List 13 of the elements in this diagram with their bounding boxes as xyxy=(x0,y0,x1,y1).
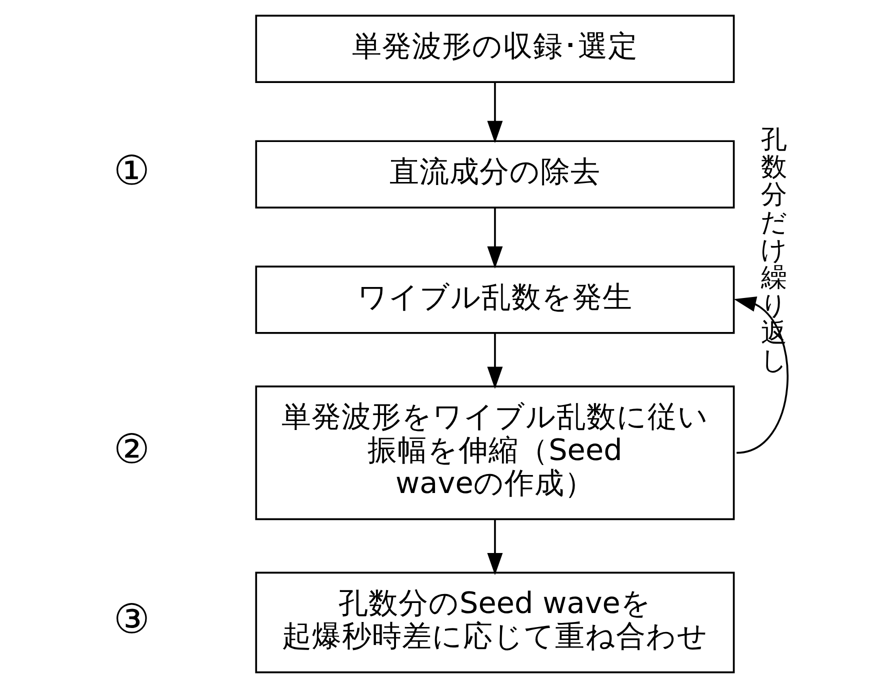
arrow xyxy=(733,296,788,454)
label: ③ xyxy=(112,594,150,643)
arrow xyxy=(486,333,502,389)
node-box: 単発波形の収録･選定 xyxy=(254,14,734,84)
arrow xyxy=(486,519,502,576)
node-box: ワイブル乱数を発生 xyxy=(254,266,734,334)
label: ② xyxy=(112,425,150,474)
label: ① xyxy=(112,146,150,195)
arrow xyxy=(486,82,502,144)
arrow xyxy=(486,208,502,268)
node-box: 直流成分の除去 xyxy=(254,140,734,208)
node-box: 孔数分のSeed waveを起爆秒時差に応じて重ね合わせ xyxy=(254,572,734,674)
node-box: 単発波形をワイブル乱数に従い振幅を伸縮（Seed waveの作成） xyxy=(254,386,734,520)
